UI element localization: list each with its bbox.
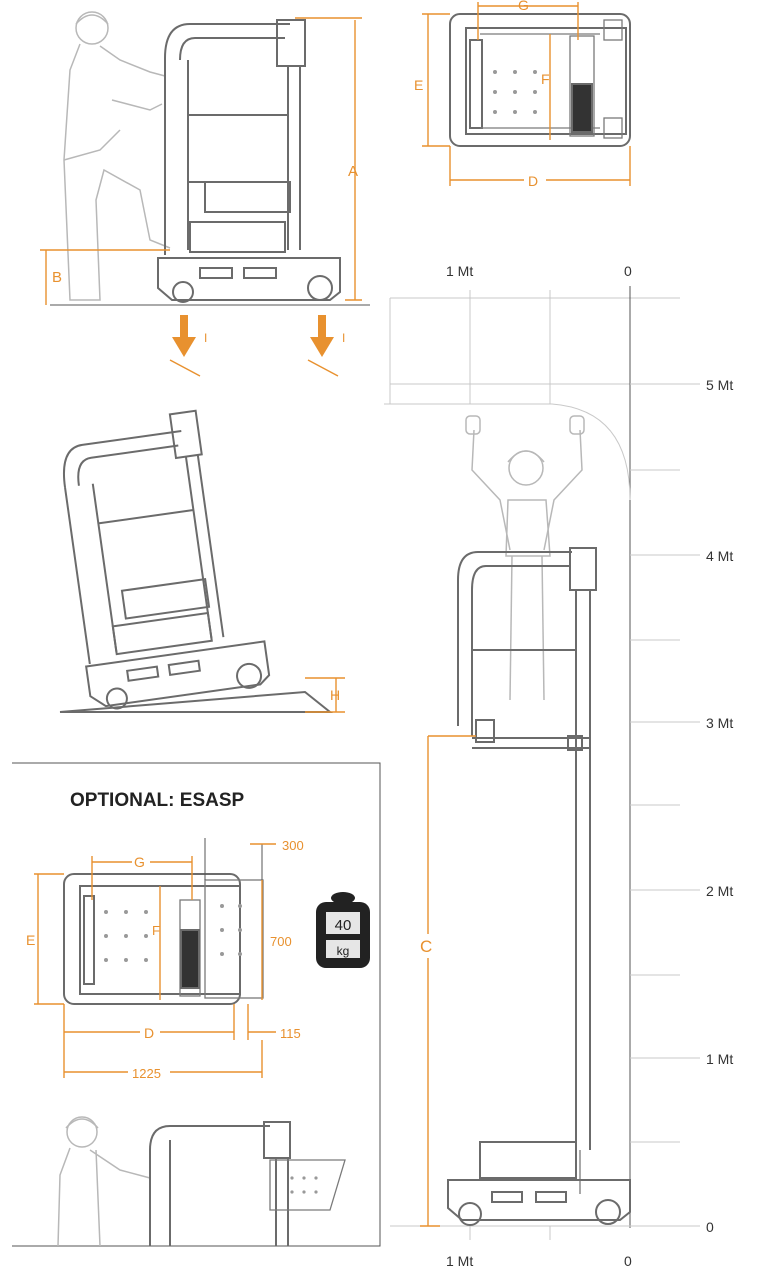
dim-label-c: C <box>420 937 432 956</box>
worker-figure-bottom <box>57 1116 151 1247</box>
optional-title: OPTIONAL: ESASP <box>70 790 245 811</box>
optional-esasp-panel: OPTIONAL: ESASP G 300 <box>12 762 381 1247</box>
plan-view-dots <box>493 70 537 114</box>
dim-label-b: B <box>52 269 62 286</box>
weight-40kg-icon: 40 kg <box>316 892 370 968</box>
load-arrow-right: I <box>307 315 345 377</box>
machine-plan-view <box>449 13 631 147</box>
height-label-2: 2 Mt <box>706 883 733 899</box>
plan-view: G E F D <box>414 0 631 190</box>
weight-value: 40 <box>335 917 352 934</box>
height-label-1: 1 Mt <box>706 1051 733 1067</box>
height-label-0: 0 <box>706 1219 714 1235</box>
top-scale-0: 0 <box>624 263 632 279</box>
dim-label-d-top: D <box>528 173 538 189</box>
dim-115: 115 <box>280 1026 301 1041</box>
weight-unit: kg <box>337 944 350 958</box>
dim-label-e-top: E <box>414 77 423 93</box>
dim-label-a: A <box>348 163 358 180</box>
ramp: H <box>59 677 345 713</box>
load-arrow-left: I <box>169 315 207 377</box>
worker-figure <box>63 11 171 301</box>
height-scale-chart: 5 Mt 4 Mt 3 Mt 2 Mt 1 Mt 0 1 Mt 0 1 Mt 0 <box>384 263 733 1269</box>
dim-label-f-top: F <box>541 71 550 87</box>
height-label-4: 4 Mt <box>706 548 733 564</box>
esasp-plan-dots <box>104 904 242 962</box>
raised-platform <box>447 547 631 1226</box>
worker-raised-arms <box>465 415 585 701</box>
dim-label-h: H <box>330 687 340 703</box>
dim-300: 300 <box>282 838 304 853</box>
height-label-3: 3 Mt <box>706 715 733 731</box>
dim-700: 700 <box>270 934 292 949</box>
side-view-with-worker: A B I I <box>40 11 370 377</box>
top-scale-1mt: 1 Mt <box>446 263 473 279</box>
dim-label-i-right: I <box>342 331 345 345</box>
height-label-5: 5 Mt <box>706 377 733 393</box>
bottom-scale-0: 0 <box>624 1253 632 1269</box>
dim-label-g-top: G <box>518 0 529 13</box>
machine-side-view-bottom <box>149 1121 346 1246</box>
machine-side-view <box>157 19 341 303</box>
dim-label-g-esasp: G <box>134 854 145 870</box>
dim-label-i-left: I <box>204 331 207 345</box>
dim-label-f-esasp: F <box>152 923 160 938</box>
ramp-view <box>63 409 271 710</box>
dim-1225: 1225 <box>132 1066 161 1081</box>
dim-label-d-esasp: D <box>144 1025 154 1041</box>
esasp-plan-view <box>63 873 264 1005</box>
bottom-scale-1mt: 1 Mt <box>446 1253 473 1269</box>
dim-label-e-esasp: E <box>26 932 35 948</box>
